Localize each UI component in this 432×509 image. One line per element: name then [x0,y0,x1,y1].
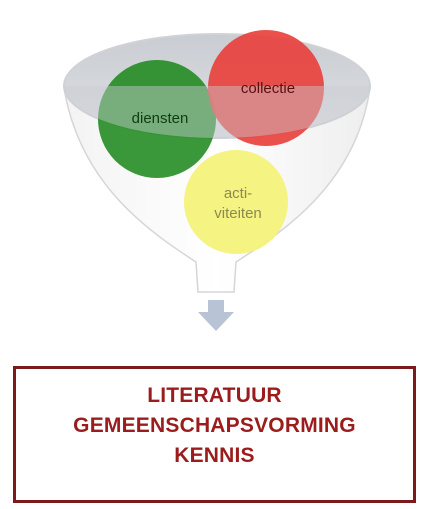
diensten-label: diensten [132,110,189,127]
result-line-kennis: KENNIS [174,444,255,467]
activiteiten-label-line2: viteiten [214,205,262,222]
result-box: LITERATUUR GEMEENSCHAPSVORMING KENNIS [13,366,416,503]
activiteiten-label-line1: acti- [224,185,252,202]
activiteiten-circle [184,150,288,254]
collectie-label: collectie [241,80,295,97]
funnel-rim-overlay [64,86,370,138]
result-line-literatuur: LITERATUUR [147,384,282,407]
diensten-circle [98,60,216,178]
down-arrow-icon [198,300,234,331]
collectie-circle [208,30,324,146]
result-line-gemeenschapsvorming: GEMEENSCHAPSVORMING [73,414,356,437]
